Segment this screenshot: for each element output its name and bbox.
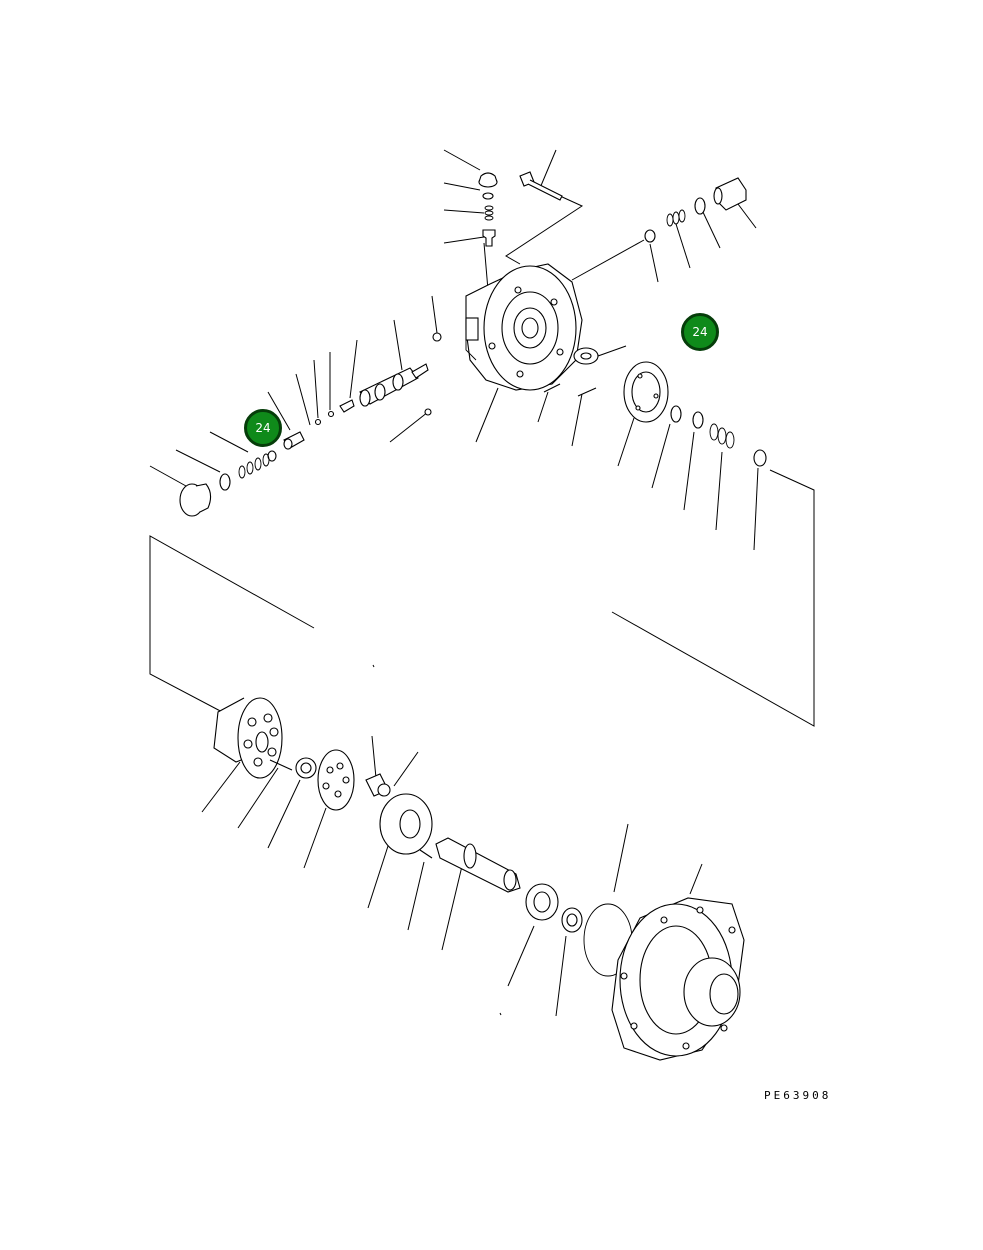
retainer-plate-part	[317, 749, 355, 811]
plug-top-part	[713, 177, 747, 211]
spring-top-part	[666, 209, 686, 227]
spring-part-right	[709, 423, 735, 449]
top-assembly	[149, 149, 767, 551]
spool-part	[359, 363, 429, 407]
swash-plate-part	[623, 361, 669, 423]
piston-part	[365, 773, 391, 797]
o-ring-left-part	[219, 473, 231, 491]
small-plunger-part	[339, 399, 355, 413]
swash-plate-bottom-part	[379, 793, 433, 855]
cylinder-block-part	[213, 697, 283, 779]
long-bolt-part	[519, 171, 563, 201]
callout-badge[interactable]: 24	[244, 409, 282, 447]
valve-seat-part	[283, 431, 305, 450]
collar-part	[561, 907, 583, 933]
pin-part-2	[577, 387, 597, 397]
small-screw-part	[424, 408, 432, 416]
washer-top-part	[644, 229, 656, 243]
plug-part	[478, 172, 498, 188]
roller-bearing-part	[573, 347, 599, 365]
retainer-ring-part	[753, 449, 767, 467]
small-ring-part	[314, 418, 322, 426]
poppet-part	[482, 229, 496, 247]
leader-lines-top	[149, 149, 759, 551]
pin-bottom-part-2	[419, 849, 433, 859]
motor-case-part	[611, 897, 745, 1061]
head-body-part	[465, 263, 583, 391]
plug-left-part	[179, 483, 212, 517]
o-ring-part	[482, 192, 494, 200]
o-ring-top-part	[694, 197, 706, 215]
small-bolt-part	[432, 332, 442, 342]
shaft-part	[435, 837, 521, 893]
spring-part-left	[238, 453, 270, 479]
assembly-bracket	[149, 469, 815, 1016]
small-ball-part	[327, 410, 335, 418]
pin-bottom-part	[269, 759, 293, 771]
ball-bearing-part	[525, 883, 559, 921]
snap-ring-part	[670, 405, 682, 423]
spherical-bushing-part	[295, 757, 317, 779]
bottom-assembly	[201, 697, 745, 1061]
callout-badge[interactable]: 24	[681, 313, 719, 351]
pin-part	[543, 383, 561, 393]
drawing-code-label: PE63908	[764, 1089, 832, 1102]
spring-part	[484, 205, 494, 221]
ring-part	[692, 411, 704, 429]
leader-lines-bottom	[201, 735, 703, 1017]
